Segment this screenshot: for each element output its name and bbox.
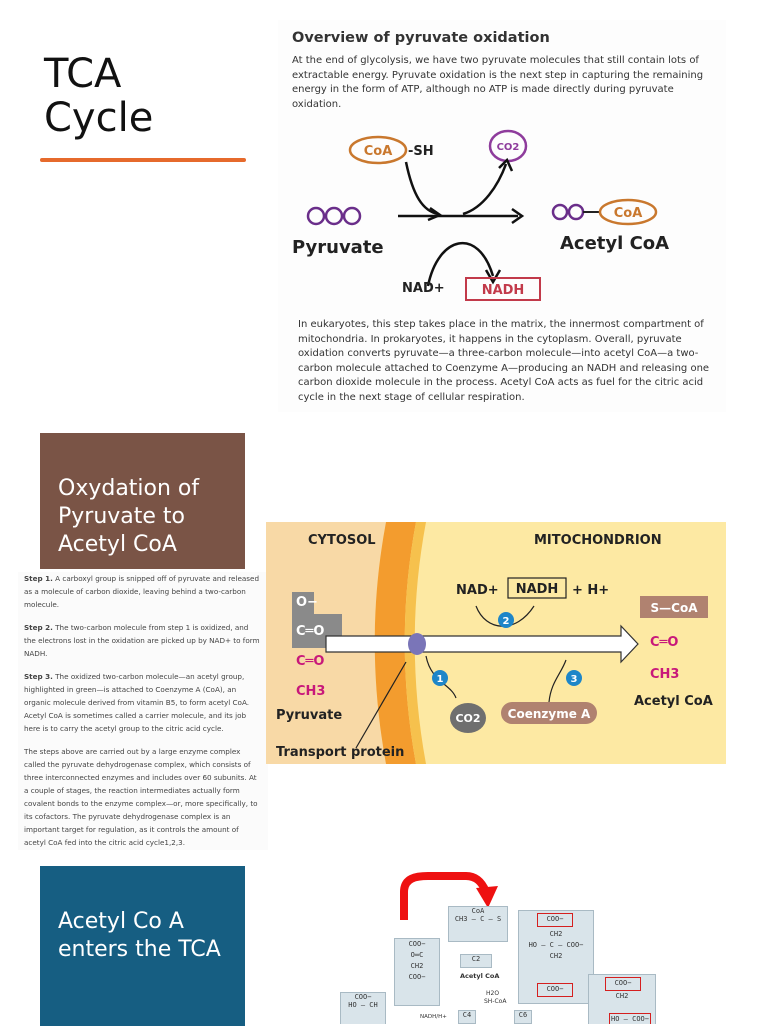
c2-cell: C2 — [460, 954, 492, 968]
ch2-text: CH2 — [410, 962, 424, 970]
red-curved-arrow — [400, 872, 498, 920]
acetyl-ch3-label: CH3 — [650, 667, 679, 682]
step-3-number: 3 — [571, 674, 578, 685]
coa-text: CoA — [471, 907, 485, 915]
acetyl-c-o-label: C═O — [650, 635, 678, 650]
citrate-ho-c-coo: HO — C — COO− — [528, 941, 584, 949]
co2-circle — [450, 703, 486, 733]
carboxyl-c-o-label: C═O — [296, 624, 324, 639]
oxidation-steps-text: Step 1. A carboxyl group is snipped off … — [18, 572, 268, 850]
step-2-number: 2 — [503, 616, 510, 627]
citrate-cell: COO− CH2 HO — C — COO− CH2 COO− — [518, 910, 594, 1004]
title-underline — [40, 158, 246, 162]
mitochondrion-diagram-svg: CYTOSOL MITOCHONDRION O− C═O C═O CH3 Pyr… — [266, 522, 726, 764]
section-box-oxidation: Oxydation of Pyruvate to Acetyl CoA — [40, 433, 245, 569]
step-2-label: Step 2. — [24, 623, 53, 632]
step-2-text: The two-carbon molecule from step 1 is o… — [24, 623, 260, 658]
isocitrate-ho-coo: HO — COO− — [609, 1013, 651, 1024]
citric-acid-cycle-diagram: CoA CH3 — C — S C2 Acetyl CoA COO− O═C C… — [336, 872, 666, 1024]
s-coa-box — [640, 596, 708, 618]
malate-coo-text: COO− — [354, 993, 372, 1001]
section-title-oxidation: Oxydation of Pyruvate to Acetyl CoA — [58, 476, 200, 557]
nadh-label: NADH/H+ — [420, 1014, 447, 1020]
coenzyme-a-label: Coenzyme A — [508, 707, 591, 721]
ho-ch-text: HO — CH — [348, 1001, 378, 1009]
section-title-tca-entry: Acetyl Co A enters the TCA — [58, 909, 221, 962]
slide-title-tca-cycle: TCA Cycle — [44, 51, 154, 141]
oxaloacetate-top-coo: COO− — [408, 940, 426, 948]
c6-cell: C6 — [514, 1010, 532, 1024]
c4-cell: C4 — [458, 1010, 476, 1024]
isocitrate-coo: COO− — [605, 977, 641, 991]
acetyl-coa-caption: Acetyl CoA — [460, 972, 500, 980]
step-3-label: Step 3. — [24, 672, 53, 681]
nadh-box — [507, 577, 567, 599]
pyruvate-label: Pyruvate — [276, 708, 342, 723]
section-box-tca-entry: Acetyl Co A enters the TCA — [40, 866, 245, 1026]
coa-sh-oval — [348, 135, 408, 165]
acetyl-coa-label: Acetyl CoA — [634, 694, 713, 709]
nadh-label: NADH — [482, 283, 525, 298]
acetyl-coa-oval — [598, 198, 658, 226]
transport-protein-icon — [408, 633, 426, 655]
pyruvate-label: Pyruvate — [292, 237, 384, 258]
oxaloacetate-cell: COO− O═C CH2 COO− — [394, 938, 440, 1006]
mitochondrion-transport-diagram: CYTOSOL MITOCHONDRION O− C═O C═O CH3 Pyr… — [266, 522, 726, 764]
step-3-text: The oxidized two-carbon molecule—an acet… — [24, 672, 250, 733]
isocitrate-cell: COO− CH2 HO — COO− — [588, 974, 656, 1024]
panel-heading: Overview of pyruvate oxidation — [292, 30, 550, 46]
acetyl-coa-oval-label: CoA — [614, 206, 643, 221]
nad-plus-label: NAD+ — [456, 583, 499, 598]
nadh-box — [465, 277, 541, 301]
transport-arrow — [325, 624, 639, 664]
malate-cell: COO− HO — CH — [340, 992, 386, 1024]
pyruvate-ch3-label: CH3 — [296, 684, 325, 699]
panel-footer-text: In eukaryotes, this step takes place in … — [298, 319, 710, 403]
acetyl-coa-cell: CoA CH3 — C — S — [448, 906, 508, 942]
cytosol-label: CYTOSOL — [308, 533, 376, 548]
step-1-number: 1 — [437, 674, 444, 685]
panel-intro-text: At the end of glycolysis, we have two py… — [292, 55, 704, 110]
ch3-cs-text: CH3 — C — S — [454, 915, 502, 923]
acetyl-group-icon — [551, 203, 585, 221]
coa-sh-label: CoA — [364, 144, 393, 159]
co2-label: CO2 — [455, 712, 480, 725]
enzyme-complex-note: The steps above are carried out by a lar… — [18, 745, 268, 849]
step-2: Step 2. The two-carbon molecule from ste… — [18, 621, 268, 660]
nad-plus-label: NAD+ — [402, 281, 445, 296]
isocitrate-ch2: CH2 — [615, 992, 629, 1000]
keto-c-o-label: C═O — [296, 654, 324, 669]
s-coa-label: S—CoA — [651, 601, 699, 615]
plus-h-label: + H+ — [572, 583, 609, 598]
nadh-label: NADH — [516, 582, 559, 597]
reaction-arrows — [398, 157, 525, 287]
step-1-text: A carboxyl group is snipped off of pyruv… — [24, 574, 260, 609]
pyruvate-molecule-icon — [306, 206, 362, 226]
citrate-ch2-top: CH2 — [549, 930, 563, 938]
step-3: Step 3. The oxidized two-carbon molecule… — [18, 670, 268, 735]
o-eq-c-text: O═C — [410, 951, 424, 959]
pyruvate-oxidation-overview-panel: Overview of pyruvate oxidation At the en… — [278, 20, 726, 412]
citrate-bottom-coo: COO− — [537, 983, 573, 997]
sh-label: -SH — [408, 144, 434, 159]
sh-coa-label: SH-CoA — [484, 998, 507, 1005]
citrate-ch2-bottom: CH2 — [549, 952, 563, 960]
mitochondrion-label: MITOCHONDRION — [534, 533, 662, 548]
step-1-marker — [432, 670, 448, 686]
coenzyme-a-pill — [501, 702, 597, 724]
step-1: Step 1. A carboxyl group is snipped off … — [18, 572, 268, 611]
pyruvate-oxidation-diagram: CoA -SH CO2 Pyruvate CoA Acetyl CoA NAD+ — [292, 129, 669, 301]
h2o-label: H2O — [486, 990, 500, 997]
transport-protein-label: Transport protein — [276, 745, 404, 760]
o-minus-label: O− — [296, 595, 318, 610]
oxaloacetate-bottom-coo: COO− — [408, 973, 426, 981]
carboxyl-group-highlight — [292, 592, 342, 648]
citrate-top-coo: COO− — [537, 913, 573, 927]
step-3-marker — [566, 670, 582, 686]
step-2-marker — [498, 612, 514, 628]
enzyme-complex-text: The steps above are carried out by a lar… — [24, 747, 258, 847]
acetyl-coa-label: Acetyl CoA — [560, 233, 669, 254]
step-1-label: Step 1. — [24, 574, 53, 583]
co2-label: CO2 — [497, 142, 520, 153]
